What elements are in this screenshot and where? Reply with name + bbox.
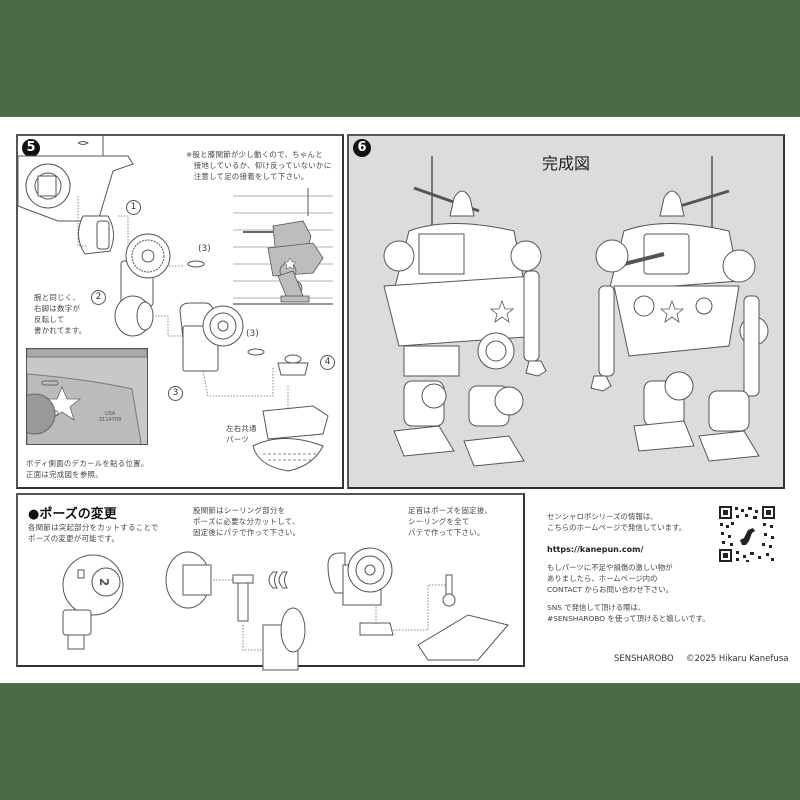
right-leg-note: 腕と同じく、 右脚は数字が 反転して 書かれてます。 — [34, 293, 87, 335]
pose-change-title: ●ポーズの変更 — [28, 507, 117, 522]
completed-robot-front-view — [590, 156, 769, 462]
brand-name: SENSHAROBO — [614, 654, 674, 664]
joint-illustration — [62, 554, 124, 650]
step-5-panel: 5 1 — [16, 134, 344, 489]
part-2-illustration — [114, 233, 171, 337]
pose-change-panel: ●ポーズの変更 各関節は突起部分をカットすることで ポーズの変更が可能です。 股… — [16, 493, 525, 671]
decal-caption: ボディ側面のデカールを貼る位置。 正面は完成図を参照。 — [26, 459, 149, 479]
hip-joint-assembly-illustration — [165, 551, 306, 671]
info-intro: センシャロボシリーズの情報は、 こちらのホームページで発信しています。 — [547, 512, 687, 532]
decal-serial-text: USA 3114708 — [99, 411, 122, 423]
paren-label-3a: (3) — [198, 244, 211, 254]
part-3-illustration — [179, 302, 244, 372]
side-view-robot-illustration — [233, 188, 333, 305]
callout-1: 1 — [126, 200, 141, 215]
paren-label-3b: (3) — [246, 329, 259, 339]
joint-number-label: 2 — [97, 577, 112, 587]
o-ring-2 — [247, 348, 265, 356]
decal-position-image: USA 3114708 — [26, 348, 148, 445]
part-1-illustration — [78, 215, 114, 255]
hip-joint-note: 股関節はシーリング部分を ポーズに必要な分カットして、 固定後にパテで作って下さ… — [193, 506, 301, 537]
copyright-text: ©2025 Hikaru Kanefusa — [686, 654, 789, 664]
step-5-note: ※股と膝関節が少し動くので、ちゃんと 接地しているか、仰け反っていないかに 注意… — [186, 150, 332, 181]
step-number-6: 6 — [353, 139, 371, 157]
foot-parts-illustration — [252, 405, 329, 472]
part-4-illustration — [277, 354, 309, 376]
hip-housing-illustration — [17, 136, 134, 222]
ankle-note: 足首はポーズを固定後、 シーリングを全て パテで作って下さい。 — [408, 506, 493, 537]
ankle-assembly-illustration — [327, 547, 509, 661]
sns-info: SNS で発信して頂ける際は、 #SENSHAROBO を使って頂けると嬉しいで… — [547, 603, 710, 623]
common-parts-label: 左右共通 パーツ — [226, 424, 257, 444]
callout-3: 3 — [168, 386, 183, 401]
contact-info: もしパーツに不足や損傷の激しい物が ありましたら、ホームページ内の CONTAC… — [547, 563, 674, 594]
callout-4: 4 — [320, 355, 335, 370]
completion-title: 完成図 — [541, 154, 590, 173]
homepage-link[interactable]: https://kanepun.com/ — [547, 545, 644, 554]
o-ring-1 — [187, 260, 205, 268]
pose-intro-text: 各関節は突起部分をカットすることで ポーズの変更が可能です。 — [28, 523, 159, 543]
completed-robot-rear-view — [383, 156, 547, 467]
step-number-5: 5 — [22, 139, 40, 157]
qr-code-dinosaur-icon[interactable] — [718, 505, 776, 563]
step-6-panel: 6 完成図 — [347, 134, 785, 489]
instruction-sheet: 5 1 — [0, 117, 800, 683]
callout-2: 2 — [91, 290, 106, 305]
